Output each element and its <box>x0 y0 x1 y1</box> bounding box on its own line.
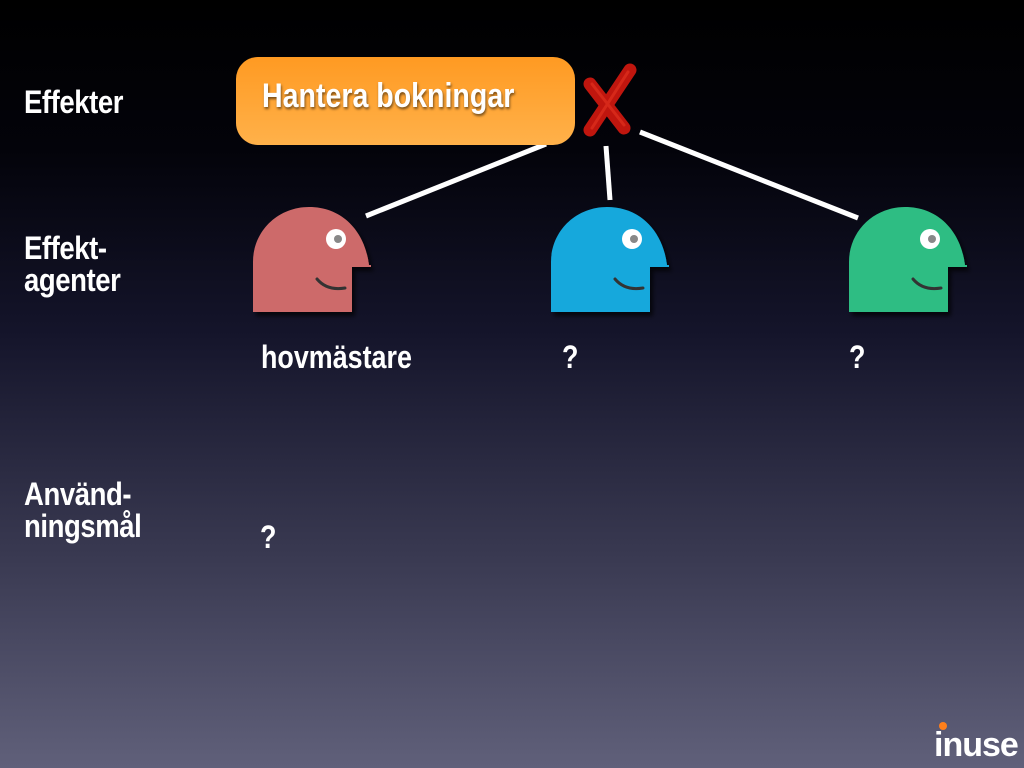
connector-line-1 <box>365 141 547 219</box>
logo-dot <box>939 722 947 730</box>
head-icon-agent-3 <box>849 207 967 312</box>
agent-label-3: ? <box>849 339 866 375</box>
row-label-agents: Effekt- agenter <box>24 230 121 298</box>
connector-line-3 <box>639 129 859 221</box>
logo-text: inuse <box>934 726 1019 764</box>
head-icon-agent-2 <box>551 207 669 312</box>
goal-label: ? <box>260 519 277 555</box>
row-label-goals: Använd- ningsmål <box>24 476 142 544</box>
effect-label: Hantera bokningar <box>262 77 515 115</box>
agent-label-1: hovmästare <box>261 339 412 375</box>
head-icon-agent-1 <box>253 207 371 312</box>
logo: inuse <box>934 722 1019 764</box>
agent-label-2: ? <box>562 339 579 375</box>
effect-box[interactable] <box>236 57 575 145</box>
connector-line-2 <box>603 145 613 201</box>
row-label-effects: Effekter <box>24 84 124 120</box>
